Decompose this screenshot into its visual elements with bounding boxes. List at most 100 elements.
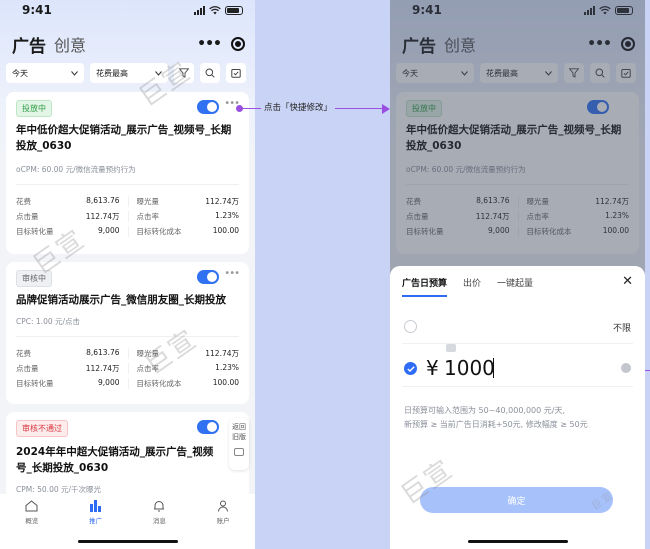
- date-dropdown[interactable]: 今天: [396, 63, 474, 83]
- stat-value: 112.74万: [475, 212, 510, 221]
- stat-value: 100.00: [212, 378, 239, 387]
- wifi-icon: [599, 6, 611, 15]
- divider: [402, 343, 633, 344]
- divider: [406, 184, 629, 185]
- tab-creative[interactable]: 创意: [444, 36, 477, 55]
- page-header: 广告 创意 •••: [402, 30, 635, 58]
- unlimited-radio[interactable]: [404, 320, 417, 333]
- delivery-toggle[interactable]: [197, 270, 219, 284]
- search-button[interactable]: [590, 63, 610, 83]
- home-indicator: [78, 540, 178, 543]
- chat-icon: [234, 448, 244, 456]
- status-time: 9:41: [22, 3, 52, 17]
- custom-budget-radio[interactable]: [404, 362, 417, 375]
- stat-value: 8,613.76: [86, 348, 120, 357]
- stat-label: 花费: [16, 197, 31, 206]
- stat-label: 目标转化成本: [136, 379, 182, 388]
- stat-value: 9,000: [98, 226, 120, 235]
- delivery-toggle[interactable]: [197, 420, 219, 434]
- sort-dropdown-value: 花费最高: [486, 68, 518, 78]
- sort-dropdown[interactable]: 花费最高: [90, 63, 168, 83]
- date-dropdown[interactable]: 今天: [6, 63, 84, 83]
- sort-dropdown[interactable]: 花费最高: [480, 63, 558, 83]
- tab-daily-budget[interactable]: 广告日预算: [402, 276, 448, 297]
- ad-title: 年中低价超大促销活动_展示广告_视频号_长期投放_0630: [406, 124, 622, 152]
- tab-bid[interactable]: 出价: [463, 279, 482, 289]
- stat-label: 点击率: [136, 364, 160, 373]
- tab-one-click-boost[interactable]: 一键起量: [497, 279, 534, 289]
- more-menu-button[interactable]: •••: [197, 36, 222, 52]
- stat-label: 花费: [406, 197, 421, 206]
- stat-value: 9,000: [488, 226, 510, 235]
- stat-value: 112.74万: [85, 364, 120, 373]
- filter-button[interactable]: [564, 63, 584, 83]
- user-icon: [218, 500, 229, 512]
- clear-input-icon[interactable]: [621, 363, 631, 373]
- ad-title: 2024年年中超大促销活动_展示广告_视频号_长期投放_0630: [16, 446, 214, 474]
- ad-card[interactable]: 审核不通过 2024年年中超大促销活动_展示广告_视频号_长期投放_0630 C…: [6, 412, 249, 502]
- tab-promotion[interactable]: 推广: [71, 500, 121, 549]
- tab-label: 概览: [25, 517, 39, 525]
- delivery-toggle[interactable]: [587, 100, 609, 114]
- close-program-icon[interactable]: [231, 37, 245, 51]
- tab-ads[interactable]: 广告: [12, 36, 46, 57]
- ad-card[interactable]: 投放中 ••• 年中低价超大促销活动_展示广告_视频号_长期投放_0630 oC…: [6, 92, 249, 254]
- battery-icon: [615, 6, 633, 15]
- unit-chip: [446, 344, 456, 352]
- phone-screen-right: 9:41 广告 创意 ••• 今天 花费最高: [390, 0, 645, 549]
- battery-icon: [225, 6, 243, 15]
- budget-hint: 日预算可输入范围为 50~40,000,000 元/天, 新预算 ≥ 当前广告日…: [404, 404, 588, 432]
- annotation-arrowhead: [382, 104, 390, 114]
- ad-bid: oCPM: 60.00 元/微信流量预约行为: [406, 165, 526, 174]
- stat-label: 花费: [16, 349, 31, 358]
- ad-bid: CPM: 50.00 元/千次曝光: [16, 485, 102, 494]
- annotation-dot: [236, 105, 243, 112]
- filter-bar: 今天 花费最高: [396, 62, 639, 84]
- tab-overview[interactable]: 概览: [7, 500, 57, 549]
- batch-edit-button[interactable]: [226, 63, 246, 83]
- stat-label: 曝光量: [526, 197, 550, 206]
- mini-program-capsule: •••: [587, 36, 635, 52]
- signal-icon: [584, 6, 595, 15]
- wifi-icon: [209, 6, 221, 15]
- stat-value: 112.74万: [205, 197, 239, 206]
- more-menu-button[interactable]: •••: [587, 36, 612, 52]
- ad-title: 年中低价超大促销活动_展示广告_视频号_长期投放_0630: [16, 124, 232, 152]
- tab-messages[interactable]: 消息: [134, 500, 184, 549]
- stat-label: 点击率: [136, 212, 160, 221]
- stat-label: 目标转化量: [16, 379, 54, 388]
- tab-bar: 概览 推广 消息 账户: [0, 494, 255, 549]
- close-program-icon[interactable]: [621, 37, 635, 51]
- chevron-down-icon: [545, 70, 552, 76]
- search-button[interactable]: [200, 63, 220, 83]
- stat-label: 目标转化量: [16, 227, 54, 236]
- mini-program-capsule: •••: [197, 36, 245, 52]
- old-version-label-1: 返回: [232, 423, 246, 431]
- stat-label: 点击量: [406, 212, 429, 221]
- ad-bid: oCPM: 60.00 元/微信流量预约行为: [16, 165, 136, 174]
- budget-input[interactable]: 1000: [444, 356, 495, 380]
- ad-card[interactable]: 审核中 ••• 品牌促销活动展示广告_微信朋友圈_长期投放 CPC: 1.00 …: [6, 262, 249, 404]
- ad-card[interactable]: 投放中 年中低价超大促销活动_展示广告_视频号_长期投放_0630 oCPM: …: [396, 92, 639, 254]
- tab-ads[interactable]: 广告: [402, 36, 436, 57]
- delivery-toggle[interactable]: [197, 100, 219, 114]
- search-icon: [595, 68, 605, 78]
- divider: [16, 336, 239, 337]
- tab-creative[interactable]: 创意: [54, 36, 87, 55]
- quick-edit-button[interactable]: •••: [224, 98, 240, 109]
- tab-label: 消息: [152, 517, 166, 525]
- budget-hint-line-1: 日预算可输入范围为 50~40,000,000 元/天,: [404, 406, 566, 415]
- stat-label: 点击量: [16, 364, 39, 373]
- checklist-icon: [231, 69, 241, 78]
- back-to-old-version-button[interactable]: 返回 旧版: [229, 418, 249, 470]
- checklist-icon: [621, 69, 631, 78]
- batch-edit-button[interactable]: [616, 63, 636, 83]
- tab-account[interactable]: 账户: [198, 500, 248, 549]
- close-icon[interactable]: ✕: [622, 274, 633, 289]
- stat-value: 100.00: [212, 226, 239, 235]
- confirm-button[interactable]: 确定: [420, 487, 613, 513]
- quick-edit-button[interactable]: •••: [224, 268, 240, 279]
- unlimited-label: 不限: [612, 324, 631, 334]
- filter-button[interactable]: [174, 63, 194, 83]
